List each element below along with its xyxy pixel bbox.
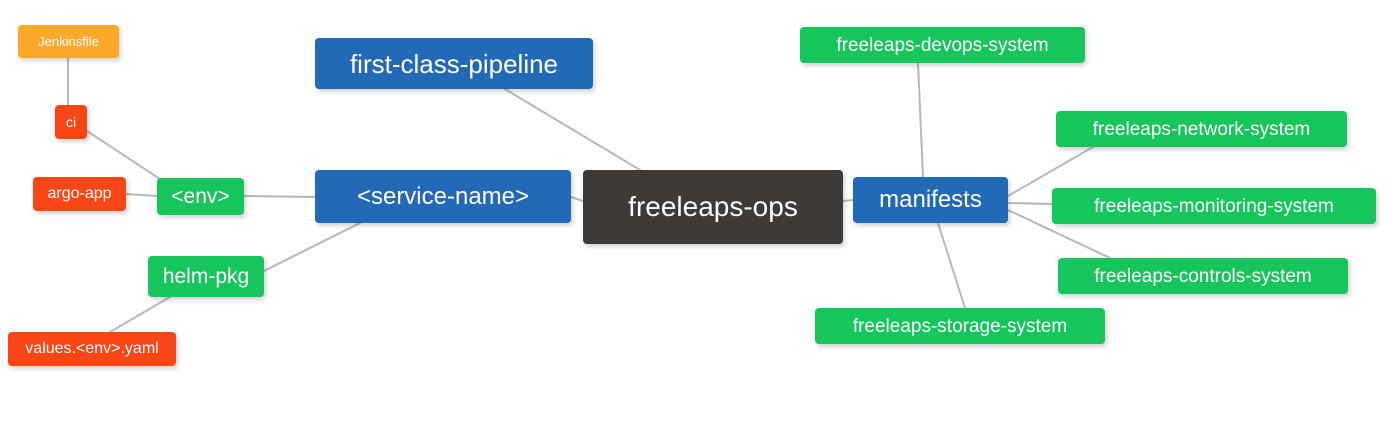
node-label-argo-app: argo-app	[47, 185, 112, 202]
node-label-freeleaps-controls-system: freeleaps-controls-system	[1094, 265, 1312, 287]
node-freeleaps-storage-system[interactable]: freeleaps-storage-system	[815, 308, 1105, 344]
edge-manifests-to-freeleaps-devops-system	[917, 62, 924, 178]
node-label-manifests: manifests	[879, 186, 982, 213]
node-freeleaps-monitoring-system[interactable]: freeleaps-monitoring-system	[1052, 188, 1376, 224]
node-label-freeleaps-storage-system: freeleaps-storage-system	[852, 315, 1068, 337]
node-freeleaps-devops-system[interactable]: freeleaps-devops-system	[800, 27, 1085, 63]
edge-freeleaps-ops-to-manifests	[842, 199, 854, 202]
edge-manifests-to-freeleaps-storage-system	[937, 222, 966, 309]
node-label-jenkinsfile: Jenkinsfile	[38, 34, 99, 49]
node-label-values-env-yaml: values.<env>.yaml	[25, 340, 159, 357]
node-label-helm-pkg: helm-pkg	[162, 265, 250, 288]
node-label-freeleaps-monitoring-system: freeleaps-monitoring-system	[1094, 195, 1334, 217]
edge-env-to-argo-app	[125, 193, 158, 197]
node-env[interactable]: <env>	[157, 178, 244, 215]
node-freeleaps-ops[interactable]: freeleaps-ops	[583, 170, 843, 244]
edge-freeleaps-ops-to-service-name	[570, 196, 584, 202]
edge-helm-pkg-to-values-env-yaml	[109, 296, 171, 333]
node-helm-pkg[interactable]: helm-pkg	[148, 256, 264, 297]
node-label-freeleaps-network-system: freeleaps-network-system	[1092, 118, 1311, 140]
node-label-ci: ci	[65, 114, 77, 130]
edge-manifests-to-freeleaps-monitoring-system	[1007, 202, 1053, 205]
node-jenkinsfile[interactable]: Jenkinsfile	[18, 25, 119, 58]
edge-service-name-to-helm-pkg	[263, 222, 361, 272]
node-label-env: <env>	[171, 185, 230, 208]
node-label-freeleaps-ops: freeleaps-ops	[628, 191, 798, 222]
node-label-freeleaps-devops-system: freeleaps-devops-system	[836, 34, 1049, 56]
edge-freeleaps-ops-to-first-class-pipeline	[504, 88, 641, 171]
edge-service-name-to-env	[243, 195, 316, 198]
node-freeleaps-controls-system[interactable]: freeleaps-controls-system	[1058, 258, 1348, 294]
node-label-service-name: <service-name>	[356, 182, 530, 210]
node-service-name[interactable]: <service-name>	[315, 170, 571, 223]
node-values-env-yaml[interactable]: values.<env>.yaml	[8, 332, 176, 366]
node-argo-app[interactable]: argo-app	[33, 177, 126, 211]
node-freeleaps-network-system[interactable]: freeleaps-network-system	[1056, 111, 1347, 147]
edge-env-to-ci	[86, 130, 167, 184]
node-first-class-pipeline[interactable]: first-class-pipeline	[315, 38, 593, 89]
node-ci[interactable]: ci	[55, 105, 87, 139]
node-label-first-class-pipeline: first-class-pipeline	[349, 48, 559, 79]
node-manifests[interactable]: manifests	[853, 177, 1008, 223]
